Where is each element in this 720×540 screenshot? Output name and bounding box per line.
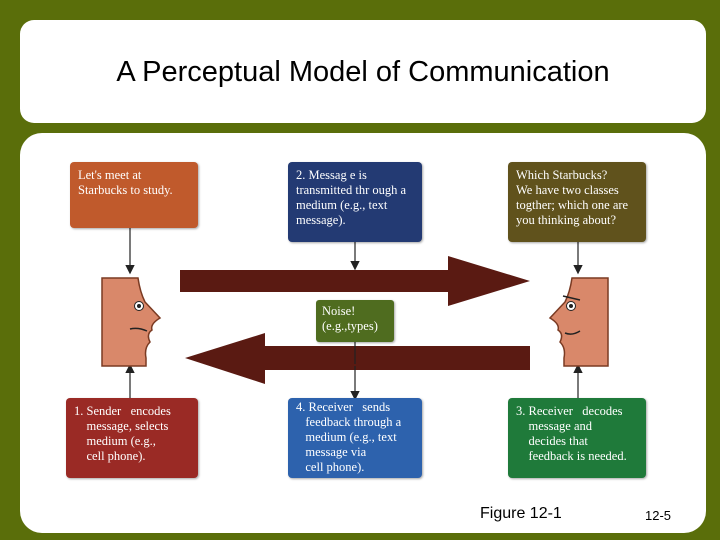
- forward-arrow: [180, 256, 530, 306]
- box-line: Let's meet at: [78, 168, 142, 182]
- box-line: 2. Messag e is: [296, 168, 367, 182]
- encode-box: 1. Sender encodes message, selects mediu…: [66, 398, 198, 478]
- box-line: medium (e.g., text: [296, 430, 397, 444]
- box-line: Starbucks to study.: [78, 183, 173, 197]
- box-line: togther; which one are: [516, 198, 629, 212]
- box-line: medium (e.g., text: [296, 198, 388, 212]
- box-line: decides that: [516, 434, 588, 448]
- figure-caption: Figure 12-1: [480, 505, 562, 522]
- box-line: Noise!: [322, 304, 356, 318]
- box-line: medium (e.g.,: [74, 434, 156, 448]
- sender-face: [101, 277, 162, 367]
- sender-message-box: Let's meet at Starbucks to study.: [70, 162, 198, 228]
- box-line: message and: [516, 419, 593, 433]
- page-number: 12-5: [645, 508, 672, 523]
- box-line: cell phone).: [296, 460, 365, 474]
- box-line: message, selects: [74, 419, 169, 433]
- decode-box: 3. Receiver decodes message and decides …: [508, 398, 646, 478]
- box-line: cell phone).: [74, 449, 146, 463]
- box-line: 3. Receiver decodes: [516, 404, 623, 418]
- box-line: feedback through a: [296, 415, 402, 429]
- title-panel: A Perceptual Model of Communication: [20, 20, 706, 123]
- receiver-question-box: Which Starbucks? We have two classes tog…: [508, 162, 646, 242]
- feedback-box: 4. Receiver sends feedback through a med…: [288, 398, 422, 478]
- receiver-face: [548, 277, 609, 367]
- box-line: 1. Sender encodes: [74, 404, 171, 418]
- box-line: message).: [296, 213, 346, 227]
- box-line: transmitted thr ough a: [296, 183, 407, 197]
- box-line: message via: [296, 445, 367, 459]
- box-line: We have two classes: [516, 183, 619, 197]
- box-line: Which Starbucks?: [516, 168, 608, 182]
- box-line: 4. Receiver sends: [296, 400, 391, 414]
- return-arrow: [185, 333, 530, 384]
- transmit-box: 2. Messag e is transmitted thr ough a me…: [288, 162, 422, 242]
- box-line: feedback is needed.: [516, 449, 627, 463]
- box-line: (e.g.,types): [322, 319, 378, 333]
- slide-title: A Perceptual Model of Communication: [116, 56, 610, 88]
- noise-box: Noise! (e.g.,types): [316, 300, 394, 342]
- box-line: you thinking about?: [516, 213, 616, 227]
